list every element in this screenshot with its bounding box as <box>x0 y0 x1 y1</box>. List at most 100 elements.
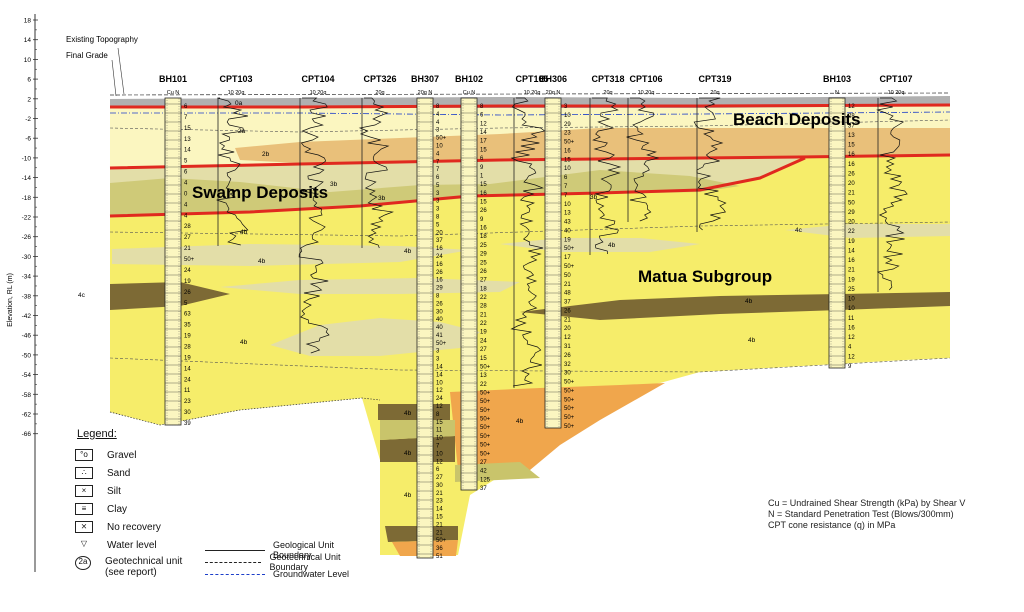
spt-value: 35 <box>184 323 191 329</box>
legend: Legend: °o Gravel ∴ Sand × Silt ≡ Clay ⨯… <box>75 428 375 588</box>
spt-value: 19 <box>184 279 191 285</box>
legend-no-recovery-label: No recovery <box>107 521 161 533</box>
clay-icon: ≡ <box>75 503 93 515</box>
spt-value: 21 <box>564 317 571 323</box>
spt-value: 48 <box>564 291 571 297</box>
unit-code-label: 4c <box>795 227 803 234</box>
unit-code-label: 4b <box>608 242 616 249</box>
axis-tick-label: 18 <box>24 18 32 25</box>
legend-silt-label: Silt <box>107 485 121 497</box>
spt-value: 16 <box>848 325 855 331</box>
spt-value: 15 <box>480 200 487 206</box>
spt-value: 31 <box>564 344 571 350</box>
spt-value: 20 <box>848 181 855 187</box>
spt-value: 24 <box>436 396 443 402</box>
borehole-log-column <box>544 97 562 429</box>
spt-value: 29 <box>848 210 855 216</box>
spt-value: 12 <box>848 354 855 360</box>
spt-value: 10 <box>848 297 855 303</box>
unit-code-label: 4b <box>516 418 524 425</box>
spt-value: 10 <box>564 166 571 172</box>
hole-id-label: BH102 <box>455 74 483 84</box>
note-cpt: CPT cone resistance (q) in MPa <box>768 520 896 530</box>
cpt-trace <box>626 97 660 222</box>
spt-value: 24 <box>184 268 191 274</box>
spt-value: 6 <box>480 156 484 162</box>
spt-value: 6 <box>436 467 440 473</box>
legend-groundwater-label: Groundwater Level <box>273 569 350 579</box>
boundary-beach-top <box>110 103 951 109</box>
silt-icon: × <box>75 485 93 497</box>
axis-tick-label: 6 <box>27 77 31 84</box>
spt-value: 11 <box>436 428 443 434</box>
spt-value: 26 <box>436 270 443 276</box>
cpt-trace <box>358 97 394 249</box>
spt-value: 16 <box>480 191 487 197</box>
spt-value: 42 <box>480 469 487 475</box>
spt-value: 16 <box>848 152 855 158</box>
spt-value: 10 <box>848 306 855 312</box>
spt-value: 0 <box>184 191 188 197</box>
hole-id-label: CPT103 <box>219 74 252 84</box>
axis-tick-label: -6 <box>25 136 31 143</box>
spt-value: 26 <box>436 301 443 307</box>
spt-value: 26 <box>184 290 191 296</box>
spt-value: 10 <box>436 143 443 149</box>
unit-4b-lens-2 <box>220 278 520 294</box>
unit-code-label: 2b <box>262 151 270 158</box>
legend-see-report: (see report) <box>105 567 157 578</box>
hole-id-label: BH103 <box>823 74 851 84</box>
spt-value: 50+ <box>480 364 491 370</box>
legend-water-level-label: Water level <box>107 539 157 551</box>
spt-value: 29 <box>436 286 443 292</box>
spt-value: 24 <box>436 254 443 260</box>
swamp-deposits-label: Swamp Deposits <box>192 183 328 202</box>
spt-value: 15 <box>436 515 443 521</box>
spt-value: 6 <box>564 175 568 181</box>
spt-value: 14 <box>848 248 855 254</box>
spt-value: 22 <box>848 229 855 235</box>
spt-value: 21 <box>480 312 487 318</box>
legend-no-recovery: ⨯ No recovery <box>75 520 161 534</box>
unit-4b-orange <box>450 383 665 475</box>
spt-value: 4 <box>184 181 188 187</box>
unit-code-label: 4b <box>240 229 248 236</box>
elevation-axis-label: Elevation, RL (m) <box>7 273 14 327</box>
spt-value: 19 <box>848 239 855 245</box>
spt-value: 40 <box>436 325 443 331</box>
spt-value: 15 <box>184 126 191 132</box>
spt-value: 16 <box>564 148 571 154</box>
no-recovery-icon: ⨯ <box>75 521 93 533</box>
spt-value: 40 <box>564 228 571 234</box>
spt-value: 9 <box>848 364 852 370</box>
spt-value: 19 <box>184 334 191 340</box>
unit-code-label: 4b <box>258 258 266 265</box>
spt-value: 16 <box>436 262 443 268</box>
spt-value: 6 <box>480 113 484 119</box>
hole-sub-label: Cu N <box>463 90 476 96</box>
spt-value: 25 <box>480 243 487 249</box>
legend-water-level: ▽ Water level <box>75 538 157 552</box>
spt-value: 50+ <box>436 136 447 142</box>
unit-code-label: 4b <box>748 337 756 344</box>
spt-value: 14 <box>436 507 443 513</box>
spt-value: 12 <box>848 335 855 341</box>
spt-value: 15 <box>564 157 571 163</box>
spt-value: 11 <box>184 388 191 394</box>
unit-code-label: 3b <box>590 194 598 201</box>
borehole-log-column <box>164 97 182 426</box>
axis-tick-label: -54 <box>22 372 32 379</box>
spt-value: 32 <box>564 362 571 368</box>
spt-value: 3 <box>436 191 440 197</box>
spt-value: 50+ <box>184 257 195 263</box>
spt-value: 28 <box>184 344 191 350</box>
hole-id-label: BH306 <box>539 74 567 84</box>
axis-tick-label: -46 <box>22 333 32 340</box>
spt-value: 4 <box>184 213 188 219</box>
spt-value: 12 <box>564 335 571 341</box>
spt-value: 10 <box>436 380 443 386</box>
